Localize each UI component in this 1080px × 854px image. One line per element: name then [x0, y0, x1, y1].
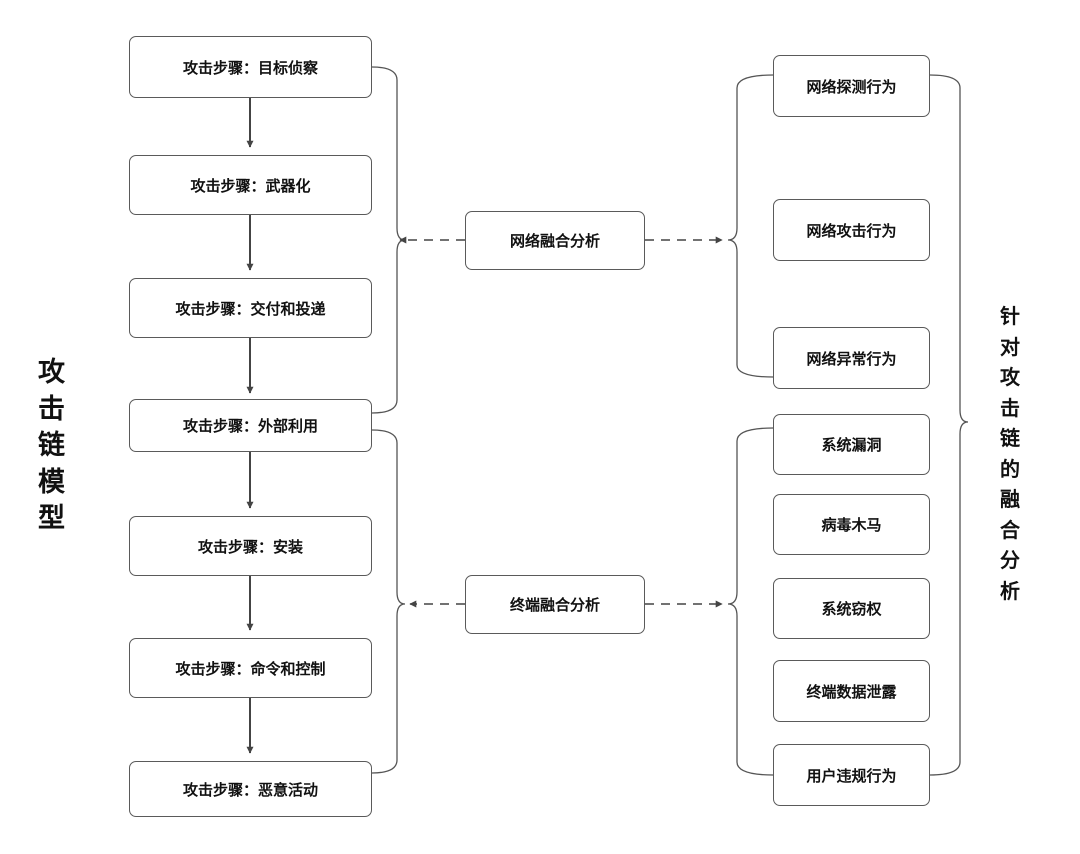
left-title-char: 链 [38, 430, 65, 461]
left-title-char: 攻 [38, 357, 65, 388]
attack-step-actions: 攻击步骤：恶意活动 [129, 761, 372, 817]
left-title-char: 型 [38, 503, 65, 534]
fusion-analysis-title: 针 对 攻 击 链 的 融 合 分 析 [1000, 301, 1020, 606]
right-title-char: 击 [1000, 395, 1020, 420]
network-behavior-anomaly: 网络异常行为 [773, 327, 930, 389]
right-title-char: 链 [1000, 426, 1020, 450]
left-title-char: 击 [38, 393, 65, 425]
network-fusion-analysis: 网络融合分析 [465, 211, 645, 270]
attack-step-exploit: 攻击步骤：外部利用 [129, 399, 372, 452]
endpoint-behavior-leak: 终端数据泄露 [773, 660, 930, 722]
endpoint-behavior-trojan: 病毒木马 [773, 494, 930, 555]
right-title-char: 分 [1000, 548, 1020, 572]
endpoint-behavior-violation: 用户违规行为 [773, 744, 930, 806]
attack-step-install: 攻击步骤：安装 [129, 516, 372, 576]
attack-chain-model-title: 攻 击 链 模 型 [38, 355, 65, 538]
network-behavior-probe: 网络探测行为 [773, 55, 930, 117]
attack-step-recon: 攻击步骤：目标侦察 [129, 36, 372, 98]
attack-step-delivery: 攻击步骤：交付和投递 [129, 278, 372, 338]
right-brace-endpoint [727, 427, 774, 776]
endpoint-behavior-vuln: 系统漏洞 [773, 414, 930, 475]
attack-step-weaponize: 攻击步骤：武器化 [129, 155, 372, 215]
left-title-char: 模 [38, 466, 65, 498]
right-title-char: 攻 [1000, 365, 1020, 389]
outer-right-brace [929, 74, 969, 776]
attack-step-c2: 攻击步骤：命令和控制 [129, 638, 372, 698]
right-title-char: 的 [1000, 456, 1020, 481]
right-brace-network [727, 74, 774, 378]
endpoint-fusion-analysis: 终端融合分析 [465, 575, 645, 634]
right-title-char: 融 [1000, 487, 1020, 511]
network-behavior-attack: 网络攻击行为 [773, 199, 930, 261]
right-title-char: 针 [1000, 304, 1020, 328]
endpoint-behavior-privilege: 系统窃权 [773, 578, 930, 639]
right-title-char: 对 [1000, 334, 1020, 359]
right-title-char: 合 [1000, 517, 1020, 542]
left-brace-lower [371, 429, 406, 774]
right-title-char: 析 [1000, 578, 1020, 603]
